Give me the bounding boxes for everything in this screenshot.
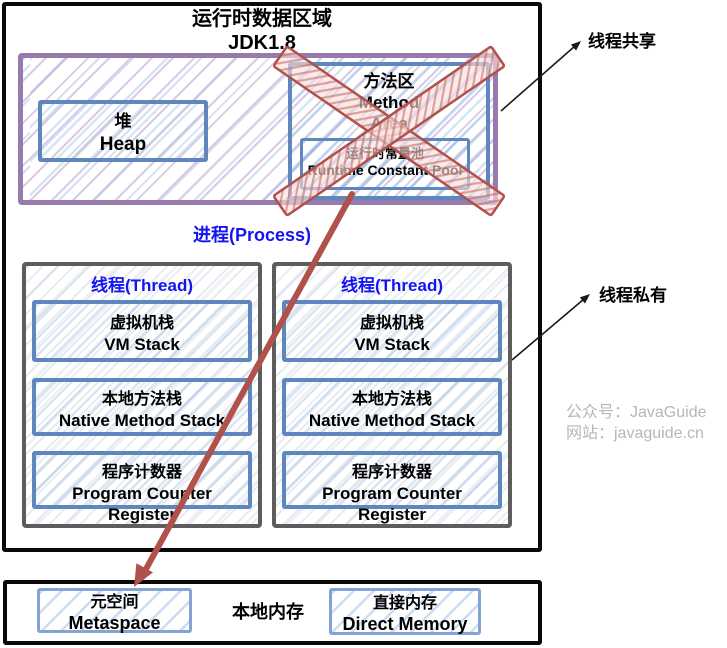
program-counter-label-en: Program Counter Register [322, 484, 462, 524]
process-label: 进程(Process) [192, 225, 312, 245]
native-method-stack-label-en: Native Method Stack [308, 411, 476, 430]
native-memory-label: 本地内存 [232, 602, 304, 622]
vm-stack-label-zh: 虚拟机栈 [359, 315, 424, 332]
thread-1-program-counter-box: 程序计数器 Program Counter Register [32, 451, 252, 524]
heap-label-en: Heap [99, 134, 147, 155]
vm-stack-label-zh: 虚拟机栈 [109, 315, 174, 332]
runtime-constant-pool-label-zh: 运行时常量池 [345, 146, 424, 161]
metaspace-label-zh: 元空间 [90, 594, 139, 611]
direct-memory-box: 直接内存 Direct Memory [329, 588, 481, 635]
native-method-stack-label-zh: 本地方法栈 [351, 391, 432, 408]
native-memory-box: 元空间 Metaspace 本地内存 直接内存 Direct Memory [3, 580, 542, 645]
native-method-stack-label-en: Native Method Stack [58, 411, 226, 430]
thread-2-label: 线程(Thread) [341, 276, 443, 295]
program-counter-label-zh: 程序计数器 [101, 464, 182, 481]
thread-shared-label: 线程共享 [588, 32, 656, 51]
thread-2-native-method-stack-box: 本地方法栈 Native Method Stack [282, 378, 502, 436]
program-counter-label-en: Program Counter Register [72, 484, 212, 524]
thread-box-1: 线程(Thread) 虚拟机栈 VM Stack 本地方法栈 Native Me… [22, 262, 262, 528]
native-method-stack-label-zh: 本地方法栈 [101, 391, 182, 408]
thread-1-vm-stack-box: 虚拟机栈 VM Stack [32, 300, 252, 362]
program-counter-label-zh: 程序计数器 [351, 464, 432, 481]
thread-1-native-method-stack-box: 本地方法栈 Native Method Stack [32, 378, 252, 436]
thread-1-label: 线程(Thread) [91, 276, 193, 295]
heap-box: 堆 Heap [38, 100, 208, 162]
direct-memory-label-zh: 直接内存 [372, 595, 437, 612]
thread-private-label: 线程私有 [599, 286, 667, 305]
thread-2-program-counter-box: 程序计数器 Program Counter Register [282, 451, 502, 524]
vm-stack-label-en: VM Stack [104, 335, 180, 354]
diagram-jdk-version: JDK1.8 [228, 32, 296, 54]
runtime-constant-pool-box: 运行时常量池 Runtime Constant Pool [300, 138, 470, 190]
watermark-line1: 公众号：JavaGuide [566, 404, 707, 421]
watermark: 公众号：JavaGuide 网站：javaguide.cn [566, 402, 707, 444]
thread-2-vm-stack-box: 虚拟机栈 VM Stack [282, 300, 502, 362]
method-area-label-zh: 方法区 [363, 72, 415, 91]
vm-stack-label-en: VM Stack [354, 335, 430, 354]
method-area-label-en2: Area [370, 114, 408, 133]
heap-label-zh: 堆 [114, 112, 132, 131]
runtime-constant-pool-label-en: Runtime Constant Pool [307, 162, 463, 178]
diagram-title: 运行时数据区域 [192, 8, 332, 30]
direct-memory-label-en: Direct Memory [342, 614, 468, 634]
method-area-box: 方法区 Method Area 运行时常量池 Runtime Constant … [288, 62, 490, 200]
method-area-label-en1: Method [358, 93, 420, 112]
metaspace-box: 元空间 Metaspace [37, 588, 192, 633]
thread-box-2: 线程(Thread) 虚拟机栈 VM Stack 本地方法栈 Native Me… [272, 262, 512, 528]
metaspace-label-en: Metaspace [68, 613, 161, 633]
watermark-line2: 网站：javaguide.cn [566, 425, 704, 442]
